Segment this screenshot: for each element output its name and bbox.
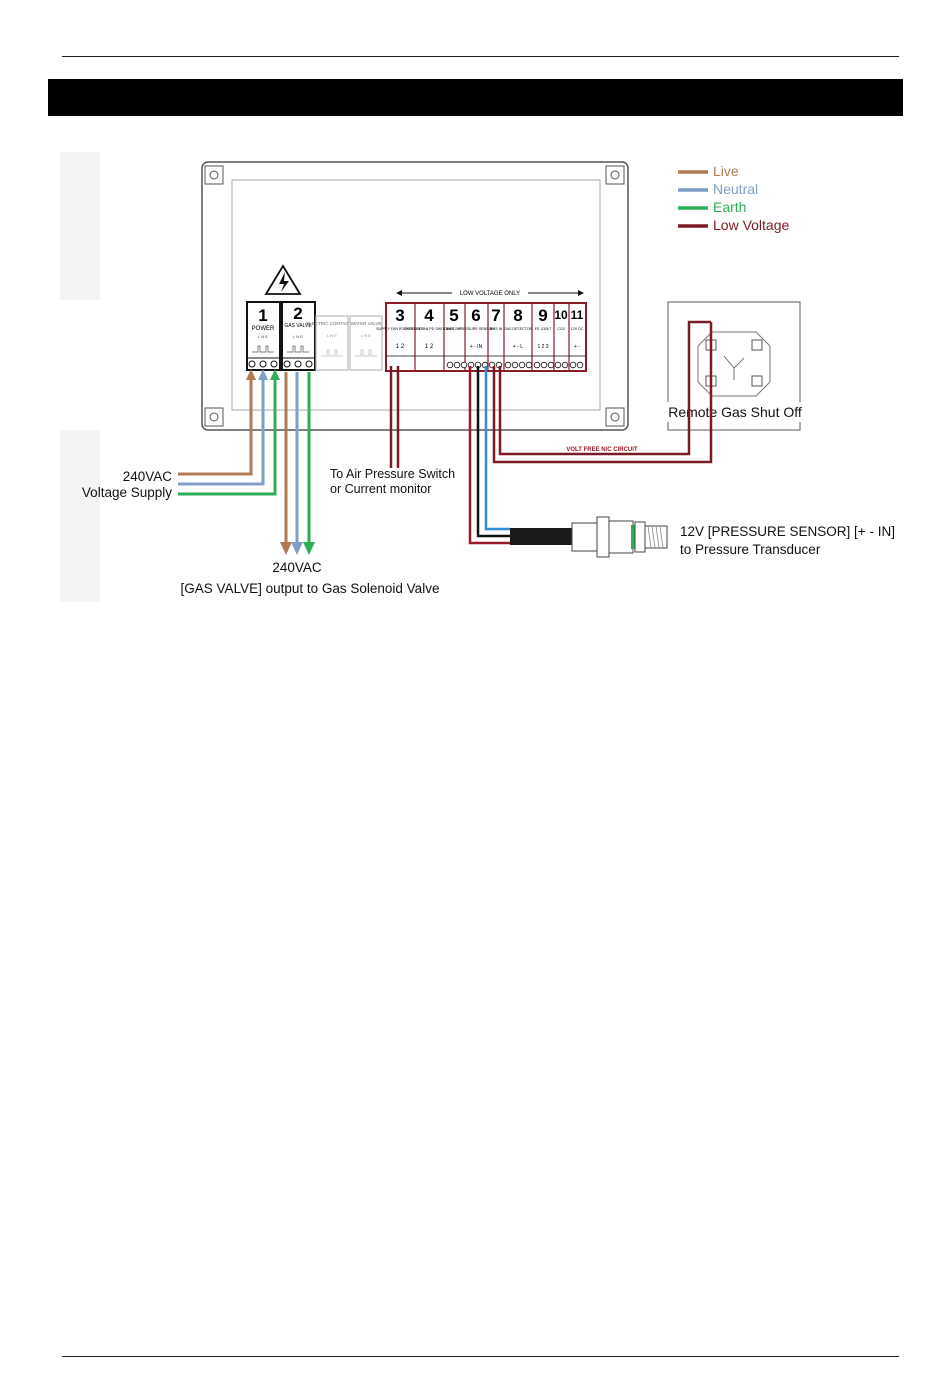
terminal-pins: L N E xyxy=(293,334,303,339)
terminal-label: 12V DC xyxy=(571,327,584,331)
pressure-sensor-label-line-2: to Pressure Transducer xyxy=(680,542,821,557)
terminal-label: POWER xyxy=(252,326,275,332)
terminal-label: SUPPLY FAN PD SWITCHES xyxy=(376,327,424,331)
terminal-pins: L N E xyxy=(361,333,371,338)
terminal-label: FS 1/3/5/7 xyxy=(535,327,552,331)
terminal-pins: 1 2 xyxy=(396,344,405,350)
terminal-number: 10 xyxy=(554,308,568,322)
terminal-number: 1 xyxy=(258,306,267,325)
legend-label-low-voltage: Low Voltage xyxy=(713,217,789,233)
terminal-block-1: 1 POWER L N E xyxy=(246,301,281,371)
gas-valve-output-arrowheads xyxy=(280,542,315,555)
terminal-pins: 1 2 xyxy=(425,344,434,350)
pressure-transducer-icon xyxy=(510,516,668,558)
terminal-number: 6 xyxy=(471,306,480,325)
terminal-pins: + - L xyxy=(513,344,523,350)
air-pressure-label-line-1: To Air Pressure Switch xyxy=(330,467,455,481)
terminal-label: BMS OUT xyxy=(446,327,463,331)
header-rule xyxy=(62,56,899,57)
mounting-screw xyxy=(204,407,224,427)
terminal-block-water-valve: WATER VALVE L N E xyxy=(349,315,383,371)
gas-valve-output-label-line-2: [GAS VALVE] output to Gas Solenoid Valve xyxy=(181,581,440,596)
control-enclosure xyxy=(201,161,629,431)
mounting-screw xyxy=(204,165,224,185)
terminal-label: GAS DETECTOR xyxy=(504,327,533,331)
pressure-sensor-label-line-1: 12V [PRESSURE SENSOR] [+ - IN] xyxy=(680,524,895,539)
volt-free-circuit-label: VOLT FREE N/C CIRCUIT xyxy=(566,447,638,453)
terminal-label: EXTRACT FAN PD SWITCHES xyxy=(404,327,455,331)
terminal-label: ELECTRIC CONTACTOR xyxy=(306,321,358,326)
terminal-label: CO2 xyxy=(557,327,564,331)
terminal-number: 7 xyxy=(491,306,500,325)
terminal-number: 9 xyxy=(538,306,547,325)
terminal-number: 2 xyxy=(293,304,302,323)
background-panel xyxy=(60,430,100,602)
gas-valve-output-wires xyxy=(284,372,311,545)
terminal-pins: + - IN xyxy=(470,344,483,350)
supply-wires xyxy=(178,373,277,496)
low-voltage-terminal-strip: 3 SUPPLY FAN PD SWITCHES 1 2 4 EXTRACT F… xyxy=(376,302,587,372)
terminal-number: 8 xyxy=(513,306,522,325)
footer-rule xyxy=(62,1356,899,1357)
terminal-number: 3 xyxy=(395,306,404,325)
terminal-block-2: 2 GAS VALVE L N E xyxy=(281,301,316,371)
terminal-pins: 1 2 3 xyxy=(537,344,548,350)
pressure-sensor-wires xyxy=(468,366,510,545)
terminal-label: WATER VALVE xyxy=(351,321,382,326)
section-banner xyxy=(48,79,903,116)
terminal-pins: L N E xyxy=(327,333,337,338)
supply-arrowheads xyxy=(246,369,280,380)
terminal-pins: L N E xyxy=(258,334,268,339)
terminal-number: 5 xyxy=(449,306,458,325)
supply-label-line-1: 240VAC xyxy=(123,469,173,484)
terminal-label: PRESSURE SENSOR xyxy=(458,327,494,331)
terminal-label: BMS IN xyxy=(490,327,503,331)
legend-label-live: Live xyxy=(713,163,739,179)
gas-valve-output-label-line-1: 240VAC xyxy=(272,560,322,575)
air-pressure-label-line-2: or Current monitor xyxy=(330,482,431,496)
terminal-number: 4 xyxy=(424,306,434,325)
terminal-number: 11 xyxy=(571,308,584,322)
supply-label-line-2: Voltage Supply xyxy=(82,485,172,500)
mounting-screw xyxy=(605,165,625,185)
terminal-label: GAS VALVE xyxy=(284,323,312,329)
terminal-pins: + - xyxy=(574,344,580,350)
mounting-screw xyxy=(605,407,625,427)
low-voltage-only-indicator: LOW VOLTAGE ONLY xyxy=(396,290,584,297)
legend: Live Neutral Earth Low Voltage xyxy=(678,163,789,233)
low-voltage-only-label: LOW VOLTAGE ONLY xyxy=(460,291,520,297)
legend-label-earth: Earth xyxy=(713,199,746,215)
volt-free-circuit-wires xyxy=(492,320,713,464)
remote-gas-shut-off-label: Remote Gas Shut Off xyxy=(668,404,802,420)
air-pressure-switch-wires xyxy=(389,366,400,468)
legend-label-neutral: Neutral xyxy=(713,181,758,197)
background-panel xyxy=(60,152,100,300)
terminal-block-electric-contactor: ELECTRIC CONTACTOR L N E xyxy=(306,315,359,371)
remote-gas-shut-off-device: Remote Gas Shut Off xyxy=(650,301,822,431)
high-voltage-warning-icon xyxy=(264,264,302,295)
